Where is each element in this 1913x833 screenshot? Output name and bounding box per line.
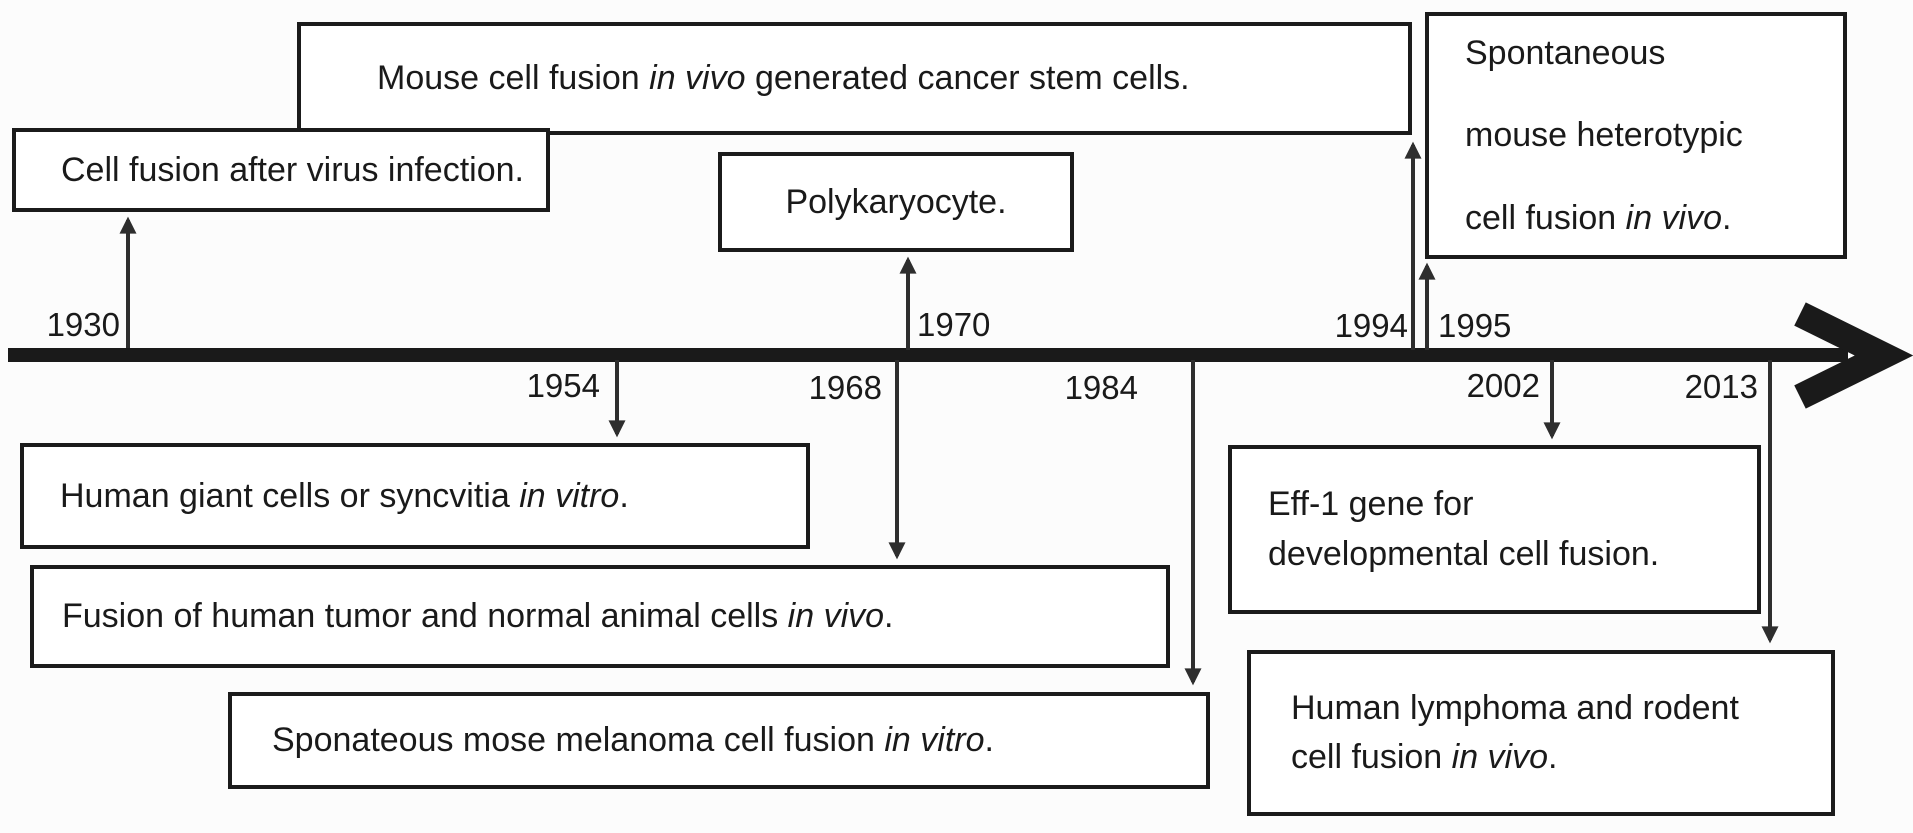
year-label-2002: 2002 [1466,367,1540,404]
year-label-2013: 2013 [1684,368,1758,405]
timeline-axis [8,348,1848,362]
event-text-1994: Mouse cell fusion in vivo generated canc… [377,59,1190,98]
event-box-1970: Polykaryocyte. [718,152,1074,252]
timeline-arrowhead-icon [1794,302,1913,409]
year-label-1970: 1970 [917,306,991,343]
event-box-1984: Sponateous mose melanoma cell fusion in … [228,692,1210,789]
event-text-1930: Cell fusion after virus infection. [61,150,524,189]
event-box-1930: Cell fusion after virus infection. [12,128,550,212]
year-label-1968: 1968 [808,369,882,406]
event-box-1994: Mouse cell fusion in vivo generated canc… [297,22,1412,135]
year-label-1995: 1995 [1438,307,1512,344]
year-label-1954: 1954 [526,367,600,404]
event-text-1968: Fusion of human tumor and normal animal … [62,597,894,636]
event-text-1984: Sponateous mose melanoma cell fusion in … [272,721,994,760]
event-text-1954: Human giant cells or syncvitia in vitro. [60,476,629,515]
event-box-1968: Fusion of human tumor and normal animal … [30,565,1170,668]
event-text-1970: Polykaryocyte. [785,182,1007,221]
year-label-1994: 1994 [1334,307,1408,344]
event-box-1954: Human giant cells or syncvitia in vitro. [20,443,810,549]
year-label-1984: 1984 [1064,369,1138,406]
year-label-1930: 1930 [46,306,120,343]
